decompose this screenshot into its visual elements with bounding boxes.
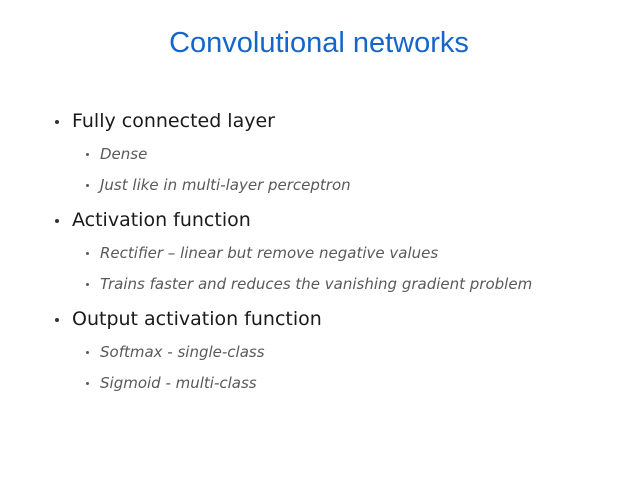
section-output-activation-function: Output activation function Softmax - sin… [48,308,618,393]
section-heading: Activation function [72,209,251,231]
list-item: Trains faster and reduces the vanishing … [48,275,618,294]
list-item: Fully connected layer [48,110,618,133]
bullet-icon [86,252,89,255]
list-item: Rectifier – linear but remove negative v… [48,244,618,263]
bullet-icon [55,317,59,322]
bullet-list: Fully connected layer Dense Just like in… [48,110,618,393]
bullet-icon [55,119,59,124]
section-fully-connected-layer: Fully connected layer Dense Just like in… [48,110,618,195]
sub-bullet-text: Rectifier – linear but remove negative v… [100,244,439,262]
bullet-icon [86,184,89,187]
slide-title: Convolutional networks [169,27,469,59]
list-item: Softmax - single-class [48,343,618,362]
bullet-icon [86,153,89,156]
section-heading: Fully connected layer [72,110,275,132]
section-heading: Output activation function [72,308,322,330]
bullet-icon [86,351,89,354]
list-item: Just like in multi-layer perceptron [48,176,618,195]
list-item: Sigmoid - multi-class [48,374,618,393]
sub-bullet-text: Dense [100,145,148,163]
sub-bullet-text: Just like in multi-layer perceptron [100,176,351,194]
sub-bullet-text: Trains faster and reduces the vanishing … [100,275,533,293]
sub-bullet-text: Softmax - single-class [100,343,265,361]
section-activation-function: Activation function Rectifier – linear b… [48,209,618,294]
bullet-icon [55,218,59,223]
list-item: Dense [48,145,618,164]
list-item: Activation function [48,209,618,232]
list-item: Output activation function [48,308,618,331]
bullet-icon [86,382,89,385]
bullet-icon [86,283,89,286]
sub-bullet-text: Sigmoid - multi-class [100,374,257,392]
